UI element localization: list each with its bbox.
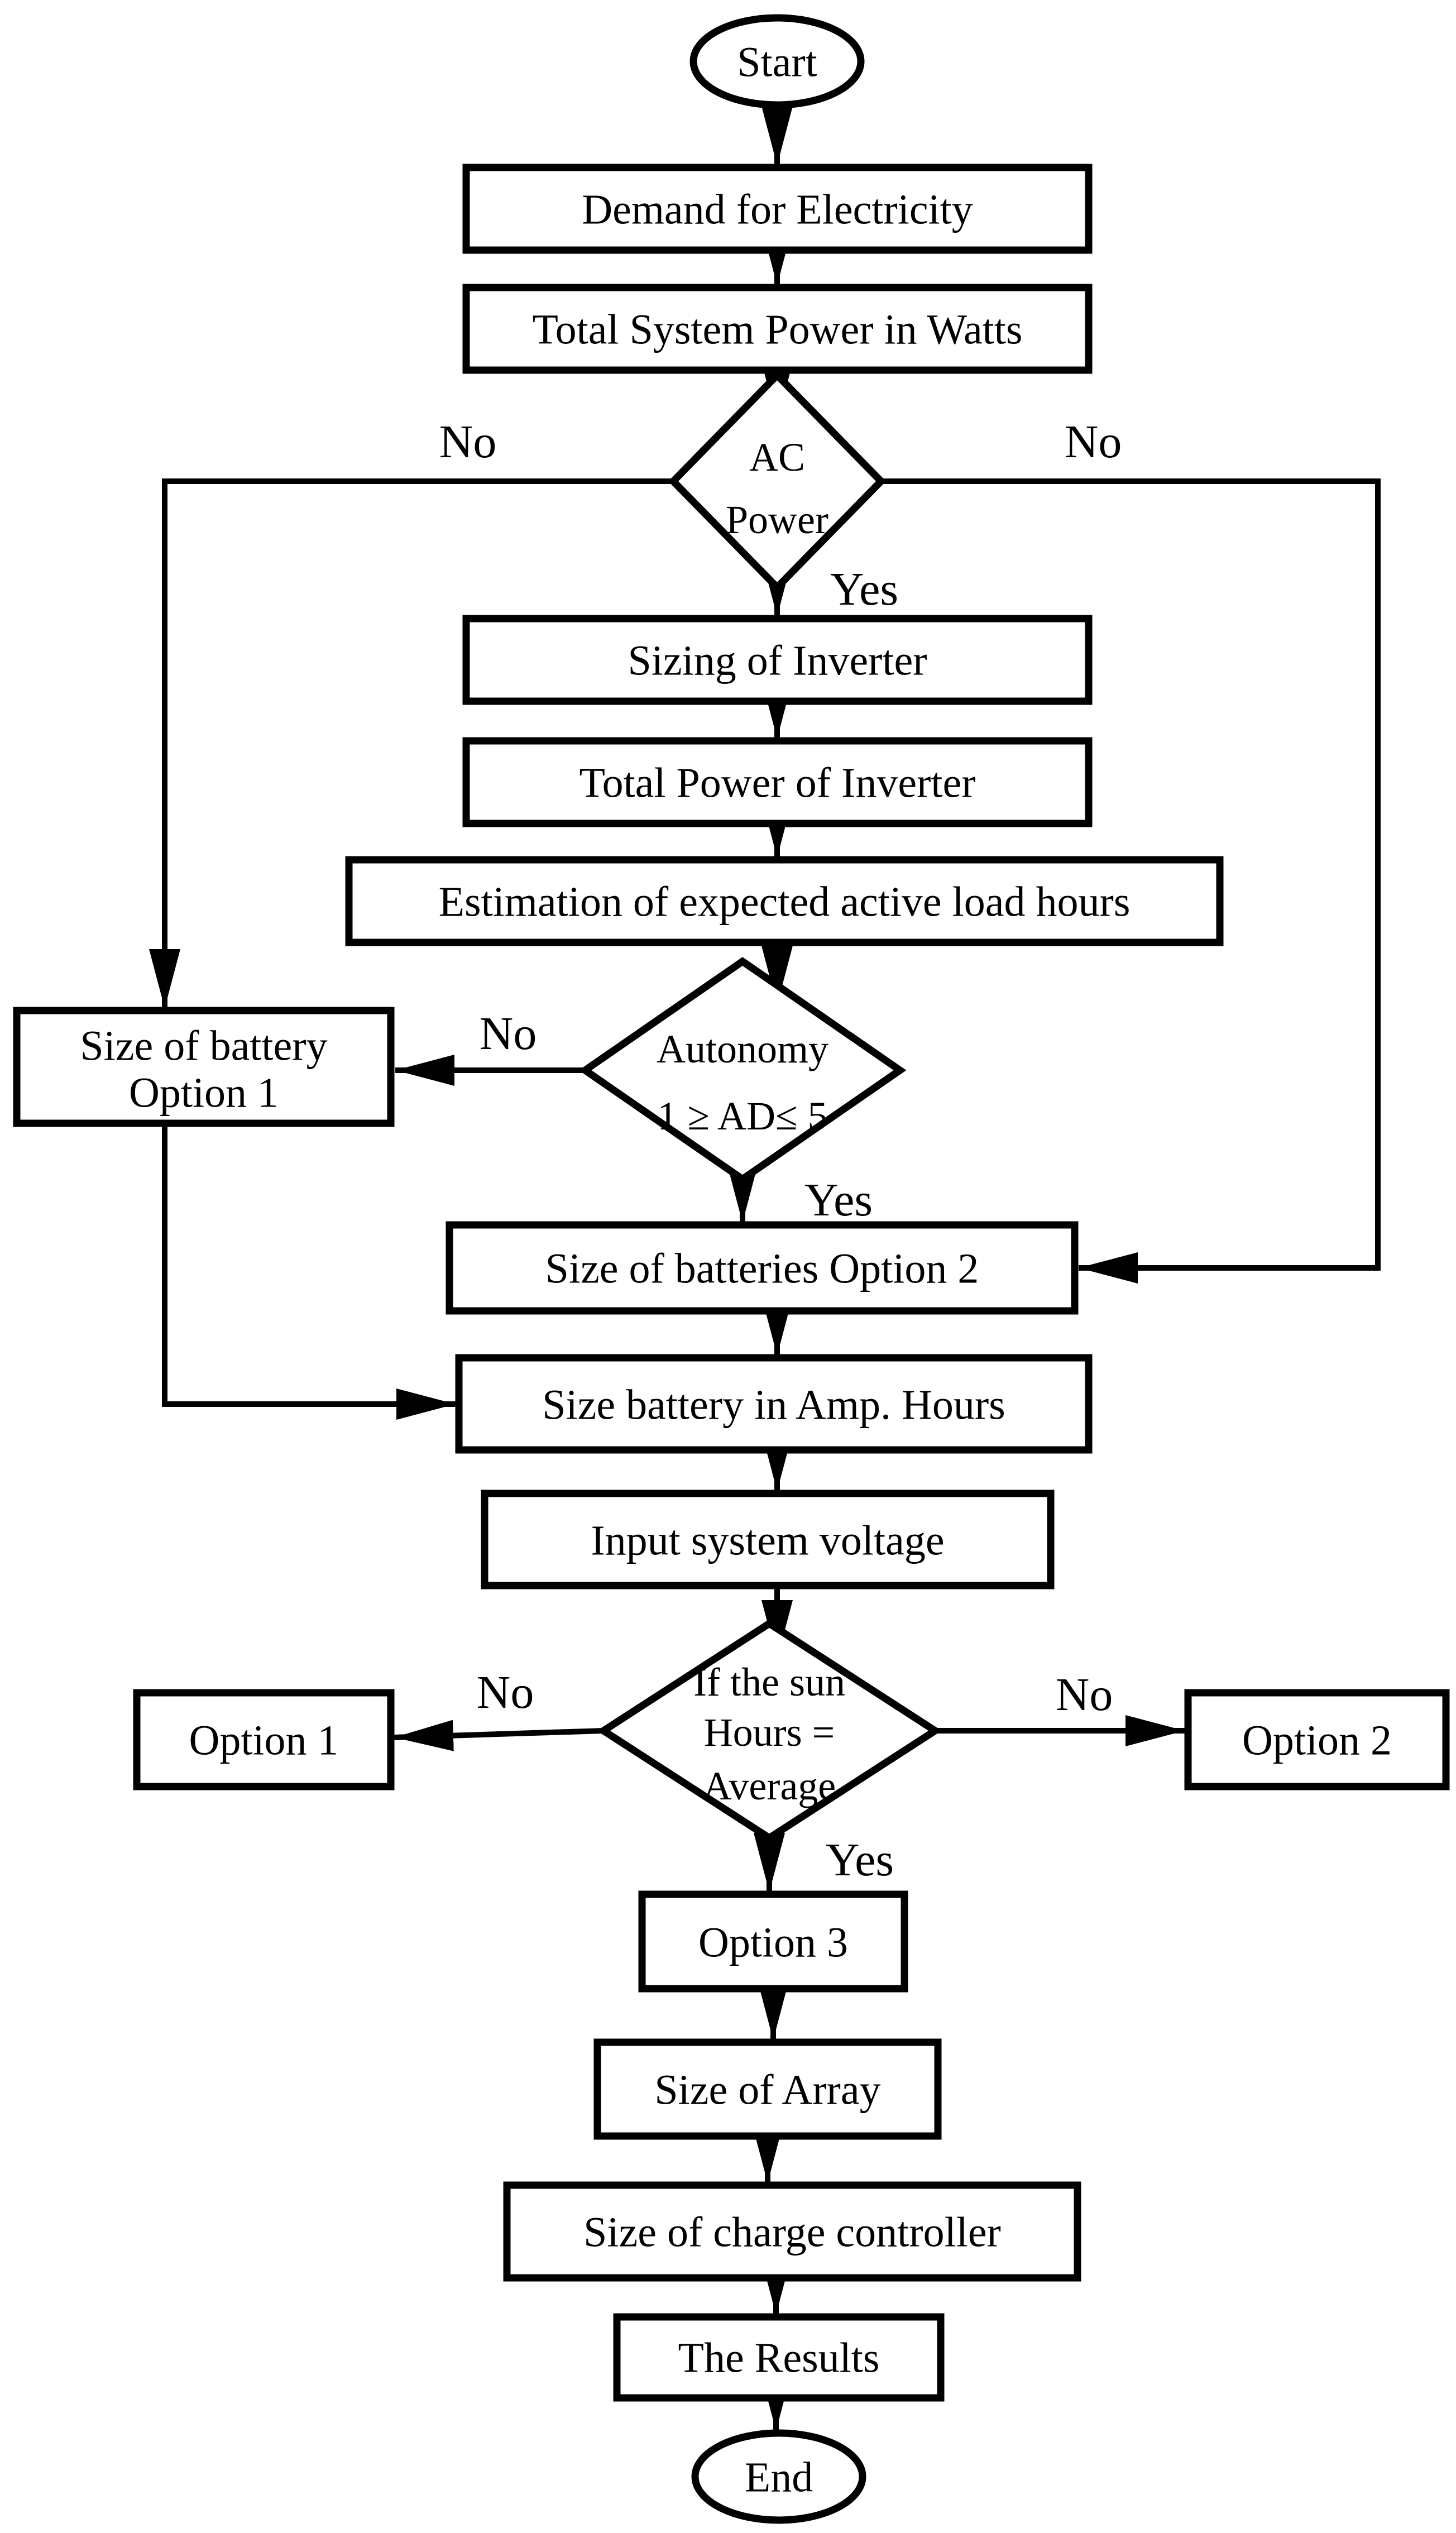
node-total-power-of-inverter-label: Total Power of Inverter: [579, 760, 975, 807]
node-decision-ac-power-label: Power: [726, 497, 828, 542]
edge-acpower-no-left: [149, 478, 673, 1008]
node-demand-for-electricity-label: Demand for Electricity: [582, 186, 973, 233]
node-option-2: [1184, 1689, 1450, 1790]
node-decision-sun-hours-label: Hours =: [704, 1710, 835, 1755]
label-yes-sunhours: Yes: [826, 1834, 894, 1886]
node-decision-ac-power: [668, 370, 887, 593]
node-size-of-battery-option-1: [13, 1007, 395, 1127]
node-end-terminator: [691, 2429, 866, 2524]
node-size-of-battery-option-1-label: Size of battery: [80, 1023, 327, 1070]
node-the-results-label: The Results: [678, 2335, 880, 2382]
node-decision-autonomy: [578, 957, 907, 1184]
edge-acpower-no-right: [881, 478, 1381, 1284]
node-decision-autonomy-label: 1 ≥ AD≤ 5: [657, 1094, 827, 1138]
label-no-autonomy: No: [480, 1008, 537, 1060]
node-end-terminator-label: End: [745, 2454, 813, 2501]
label-no-sunhours-left: No: [477, 1667, 534, 1718]
label-no-acpower-right: No: [1065, 416, 1122, 468]
node-size-of-array: [593, 2038, 942, 2140]
node-total-system-power-label: Total System Power in Watts: [532, 307, 1022, 353]
node-option-3: [638, 1890, 908, 1993]
node-size-of-batteries-option-2: [446, 1221, 1079, 1315]
node-input-system-voltage: [481, 1490, 1055, 1589]
label-no-acpower-left: No: [439, 416, 497, 468]
node-input-system-voltage-label: Input system voltage: [591, 1517, 944, 1564]
node-total-power-of-inverter: [462, 737, 1093, 827]
node-option-2-label: Option 2: [1242, 1717, 1392, 1764]
node-start-terminator-label: Start: [737, 39, 817, 86]
node-estimation-load-hours-label: Estimation of expected active load hours: [439, 879, 1131, 926]
node-size-of-batteries-option-2-label: Size of batteries Option 2: [545, 1246, 979, 1292]
node-decision-ac-power-label: AC: [749, 435, 805, 480]
node-the-results: [613, 2313, 945, 2402]
node-size-of-battery-option-1-label: Option 1: [129, 1070, 279, 1117]
node-size-of-array-label: Size of Array: [654, 2067, 880, 2114]
node-size-of-charge-controller-label: Size of charge controller: [583, 2209, 1001, 2256]
node-size-battery-amp-hours: [455, 1354, 1093, 1454]
node-decision-sun-hours-label: If the sun: [693, 1660, 845, 1704]
node-start-terminator: [689, 14, 865, 109]
label-yes-autonomy: Yes: [804, 1174, 873, 1226]
edge-sunhours-no-to-option1: [394, 1720, 604, 1751]
node-size-of-charge-controller: [503, 2181, 1081, 2282]
node-decision-sun-hours: [597, 1619, 942, 1842]
label-no-sunhours-right: No: [1056, 1669, 1113, 1721]
node-size-battery-amp-hours-label: Size battery in Amp. Hours: [542, 1382, 1005, 1429]
node-option-1-label: Option 1: [189, 1717, 338, 1764]
node-decision-autonomy-label: Autonomy: [657, 1027, 828, 1071]
node-estimation-load-hours: [345, 856, 1224, 946]
node-option-3-label: Option 3: [698, 1919, 848, 1966]
node-sizing-of-inverter-label: Sizing of Inverter: [628, 638, 927, 684]
node-demand-for-electricity: [462, 164, 1093, 254]
node-decision-sun-hours-label: Average: [703, 1764, 836, 1808]
node-total-system-power: [462, 284, 1093, 374]
label-yes-acpower: Yes: [830, 563, 898, 615]
node-option-1: [133, 1689, 395, 1790]
node-sizing-of-inverter: [462, 615, 1093, 705]
edge-battery1-to-amphours: [162, 1123, 456, 1420]
